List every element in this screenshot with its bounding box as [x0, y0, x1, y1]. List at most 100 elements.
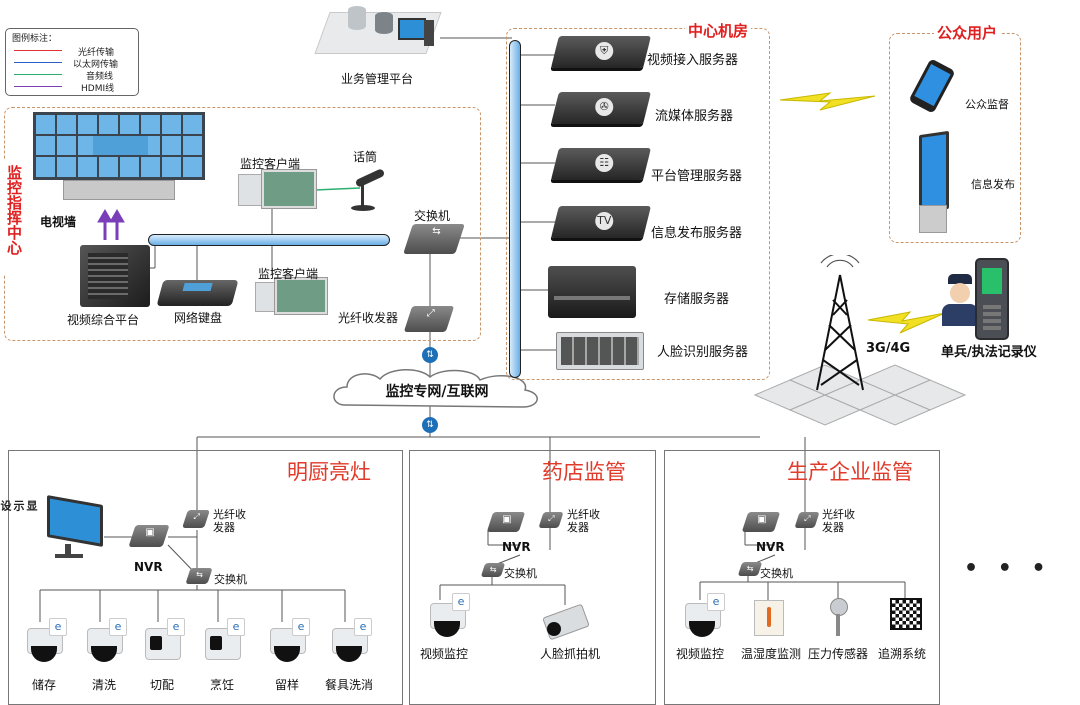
kitchen-camera-label-2: 切配: [149, 678, 175, 692]
enterprise-device-label-2: 压力传感器: [807, 647, 869, 661]
server-storage: [548, 266, 636, 318]
kitchen-fiber-label: 光纤收发器: [213, 508, 246, 534]
kitchen-camera-label-1: 清洗: [91, 678, 117, 692]
legend-label-ethernet: 以太网传输: [73, 60, 119, 70]
qr-code-icon: [890, 598, 922, 630]
video-platform-label: 视频综合平台: [67, 313, 140, 327]
server-label-2: 平台管理服务器: [651, 169, 743, 184]
server-face-recognition: [556, 332, 644, 370]
center-room-box: [506, 28, 770, 380]
pharmacy-face-camera: [542, 603, 593, 641]
network-3g4g-label: 3G/4G: [866, 341, 911, 356]
enterprise-humidity-sensor: [754, 600, 784, 636]
shield-icon: ⛨: [595, 42, 614, 60]
pharmacy-nvr-label: NVR: [502, 540, 531, 554]
center-switch-label: 交换机: [414, 209, 451, 223]
phone-label: 公众监督: [965, 98, 1009, 111]
officer-avatar: [940, 274, 980, 326]
film-icon: ✇: [595, 98, 614, 116]
kitchen-camera-4: e: [270, 618, 310, 664]
kitchen-nvr-label: NVR: [134, 560, 163, 574]
server-info-release: TV: [551, 206, 651, 238]
server-label-3: 信息发布服务器: [651, 226, 743, 241]
legend-label-fiber: 光纤传输: [78, 48, 115, 58]
public-users-box: [889, 33, 1021, 243]
lan-bar: [148, 234, 390, 246]
business-platform-label: 业务管理平台: [341, 72, 414, 86]
kitchen-title: 明厨亮灶: [287, 460, 371, 484]
enterprise-title: 生产企业监管: [787, 460, 913, 484]
kitchen-camera-label-3: 烹饪: [209, 678, 235, 692]
tv-wall-label: 电视墙: [40, 215, 77, 229]
kiosk-device: [915, 130, 949, 233]
network-keyboard-label: 网络键盘: [174, 311, 223, 325]
monitor-client-1: [238, 170, 316, 208]
enterprise-device-label-1: 温湿度监测: [740, 647, 802, 661]
server-platform-management: ☷: [551, 148, 651, 180]
legend-label-audio: 音频线: [86, 72, 114, 82]
microphone-label: 话筒: [353, 150, 378, 164]
enterprise-camera-video: e: [685, 593, 725, 639]
legend-line-hdmi: [14, 86, 62, 87]
center-fiber-device: ⤢: [403, 306, 455, 332]
link-icon-bottom: ⇅: [422, 417, 438, 433]
legend-title: 图例标注：: [12, 34, 58, 44]
kiosk-label: 信息发布: [971, 178, 1015, 191]
server-label-1: 流媒体服务器: [655, 109, 734, 124]
command-center-title-bg: [2, 160, 26, 275]
server-label-0: 视频接入服务器: [647, 53, 739, 68]
server-streaming: ✇: [551, 92, 651, 124]
monitor-client-1-label: 监控客户端: [240, 157, 301, 171]
pharmacy-fiber-label: 光纤收发器: [567, 508, 600, 534]
backbone-bar: [509, 40, 521, 378]
kitchen-camera-label-5: 餐具洗消: [324, 678, 374, 692]
more-ellipsis: • • •: [964, 556, 1052, 581]
server-label-5: 人脸识别服务器: [657, 345, 749, 360]
kitchen-camera-0: e: [27, 618, 67, 664]
body-camera-device: [975, 258, 1009, 340]
kitchen-camera-3: e: [205, 618, 245, 664]
body-camera-label: 单兵/执法记录仪: [941, 345, 1037, 360]
business-platform-illustration: [314, 2, 442, 64]
center-switch-device: ⇆: [403, 224, 465, 254]
kitchen-display-device: [43, 495, 105, 562]
network-keyboard-device: [156, 280, 239, 306]
rack-icon: [561, 337, 639, 365]
kitchen-nvr-device: ▣: [128, 525, 170, 547]
video-platform-device: [80, 245, 150, 307]
pharmacy-device-label-0: 视频监控: [419, 647, 469, 661]
kitchen-camera-2: e: [145, 618, 185, 664]
kitchen-camera-5: e: [332, 618, 372, 664]
link-icon-top: ⇅: [422, 347, 438, 363]
legend-line-audio: [14, 74, 62, 75]
command-center-title: 监控指挥中心: [5, 165, 23, 255]
pharmacy-switch-label: 交换机: [504, 567, 537, 580]
kitchen-camera-1: e: [87, 618, 127, 664]
pharmacy-device-label-1: 人脸抓拍机: [539, 647, 601, 661]
legend-label-hdmi: HDMI线: [81, 84, 115, 94]
enterprise-nvr-label: NVR: [756, 540, 785, 554]
pharmacy-title: 药店监管: [542, 460, 626, 484]
monitor-client-2: [255, 278, 327, 314]
public-users-title: 公众用户: [934, 22, 1001, 43]
kitchen-switch-label: 交换机: [214, 573, 247, 586]
cloud-label: 监控专网/互联网: [385, 384, 489, 400]
pharmacy-camera-video: e: [430, 593, 470, 639]
kitchen-camera-label-0: 储存: [31, 678, 57, 692]
center-fiber-label: 光纤收发器: [338, 311, 399, 325]
kitchen-camera-label-4: 留样: [274, 678, 300, 692]
monitor-client-2-label: 监控客户端: [258, 267, 319, 281]
cell-tower-illustration: [753, 255, 967, 426]
enterprise-device-label-3: 追溯系统: [877, 647, 927, 661]
enterprise-pressure-sensor: [827, 598, 849, 640]
enterprise-box: [664, 450, 940, 705]
legend-box: 图例标注： 光纤传输 以太网传输 音频线 HDMI线: [5, 28, 139, 96]
legend-line-ethernet: [14, 62, 62, 63]
tv-wall: [33, 112, 205, 200]
center-room-title: 中心机房: [685, 20, 752, 41]
legend-line-fiber: [14, 50, 62, 51]
pharmacy-nvr-device: ▣: [486, 512, 526, 532]
cloud-shape: [333, 369, 538, 408]
server-label-4: 存储服务器: [664, 292, 730, 307]
server-video-access: ⛨: [551, 36, 651, 68]
